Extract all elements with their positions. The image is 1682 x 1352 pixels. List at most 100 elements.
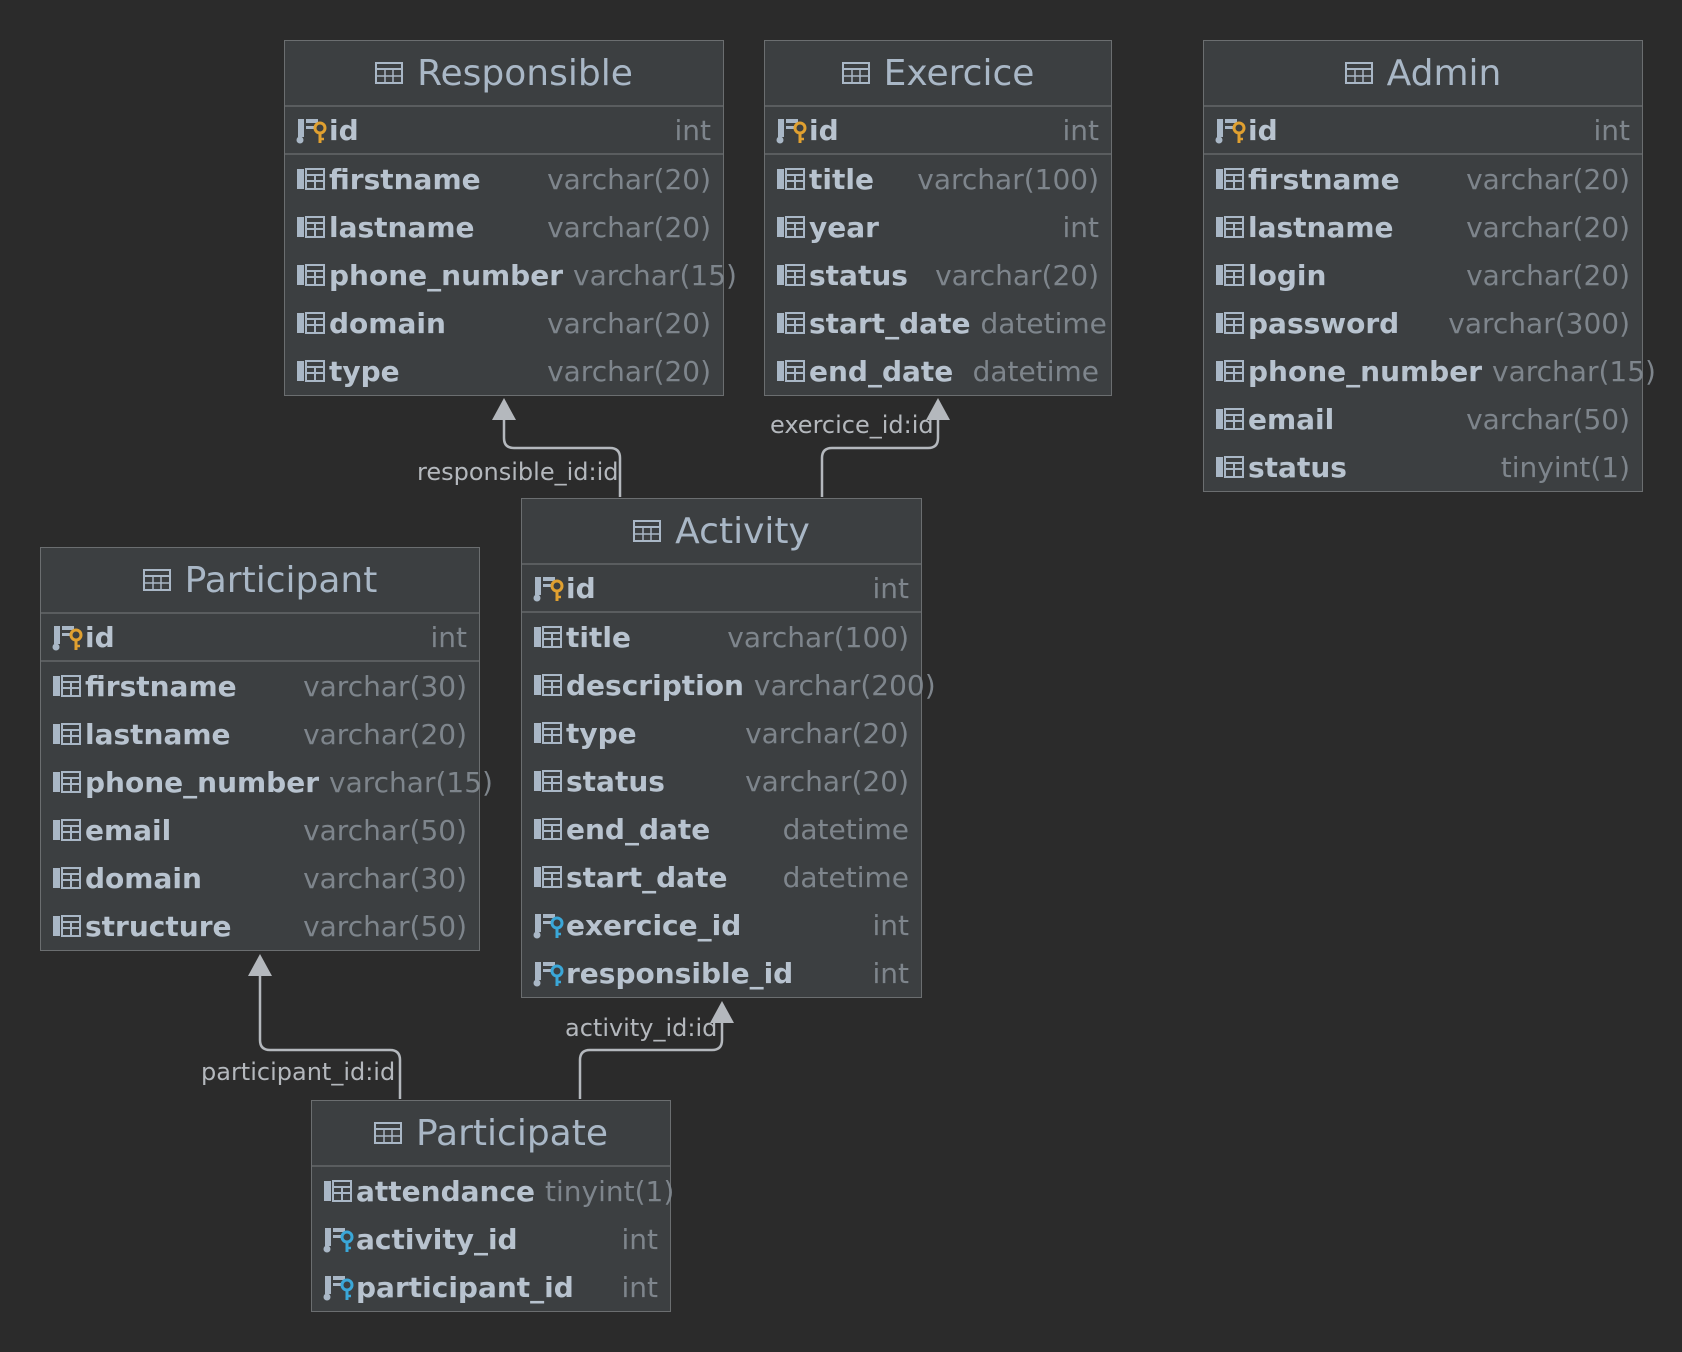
column-icon [51, 864, 85, 892]
column-name: exercice_id [566, 908, 742, 942]
column-name: description [566, 668, 744, 702]
column-name: login [1248, 258, 1327, 292]
column-type: int [430, 620, 467, 654]
table-header[interactable]: Participant [41, 548, 479, 614]
primary-key-icon [1214, 116, 1248, 144]
column-icon [1214, 453, 1248, 481]
table-header[interactable]: Admin [1204, 41, 1642, 107]
column-name: id [85, 620, 115, 654]
column-type: varchar(50) [1466, 402, 1630, 436]
primary-key-icon [295, 116, 329, 144]
column-name: email [85, 813, 172, 847]
table-name: Participate [415, 1112, 609, 1154]
table-header[interactable]: Participate [312, 1101, 670, 1167]
column-type: varchar(300) [1448, 306, 1630, 340]
column-type: int [621, 1222, 658, 1256]
column-name: start_date [809, 306, 971, 340]
column-name: id [1248, 113, 1278, 147]
column-type: varchar(20) [1466, 258, 1630, 292]
column-name: lastname [1248, 210, 1394, 244]
column-icon [1214, 165, 1248, 193]
column-type: varchar(200) [753, 668, 936, 702]
column-type: datetime [782, 812, 909, 846]
column-type: varchar(30) [303, 861, 467, 895]
table-header[interactable]: Exercice [765, 41, 1111, 107]
column-row-start-date[interactable]: start_date datetime [765, 299, 1111, 347]
column-type: varchar(20) [935, 258, 1099, 292]
column-name: id [809, 113, 839, 147]
column-icon [532, 719, 566, 747]
column-icon [51, 720, 85, 748]
foreign-key-icon [322, 1273, 356, 1301]
column-name: id [329, 113, 359, 147]
table-name: Admin [1386, 52, 1502, 94]
column-row-id[interactable]: id int [41, 614, 479, 662]
column-type: int [621, 1270, 658, 1304]
table-icon [375, 62, 404, 84]
column-type: varchar(15) [1492, 354, 1656, 388]
relation-line-responsible [502, 412, 622, 497]
column-icon [532, 767, 566, 795]
column-type: varchar(100) [917, 162, 1099, 196]
table-header[interactable]: Responsible [285, 41, 723, 107]
relation-responsible: responsible_id:id [417, 398, 622, 497]
column-type: datetime [980, 306, 1107, 340]
column-row-domain[interactable]: domain varchar(30) [41, 854, 479, 902]
column-row-login[interactable]: login varchar(20) [1204, 251, 1642, 299]
column-icon [532, 815, 566, 843]
column-name: attendance [356, 1174, 536, 1208]
column-name: domain [85, 861, 202, 895]
column-icon [295, 357, 329, 385]
column-name: firstname [329, 162, 481, 196]
column-row-description[interactable]: description varchar(200) [522, 661, 936, 709]
table-header[interactable]: Activity [522, 499, 921, 565]
relation-line-exercice [820, 412, 940, 497]
column-icon [532, 863, 566, 891]
column-icon [1214, 405, 1248, 433]
column-name: structure [85, 909, 232, 943]
column-type: varchar(30) [303, 669, 467, 703]
column-type: varchar(20) [745, 764, 909, 798]
column-name: phone_number [329, 258, 564, 292]
